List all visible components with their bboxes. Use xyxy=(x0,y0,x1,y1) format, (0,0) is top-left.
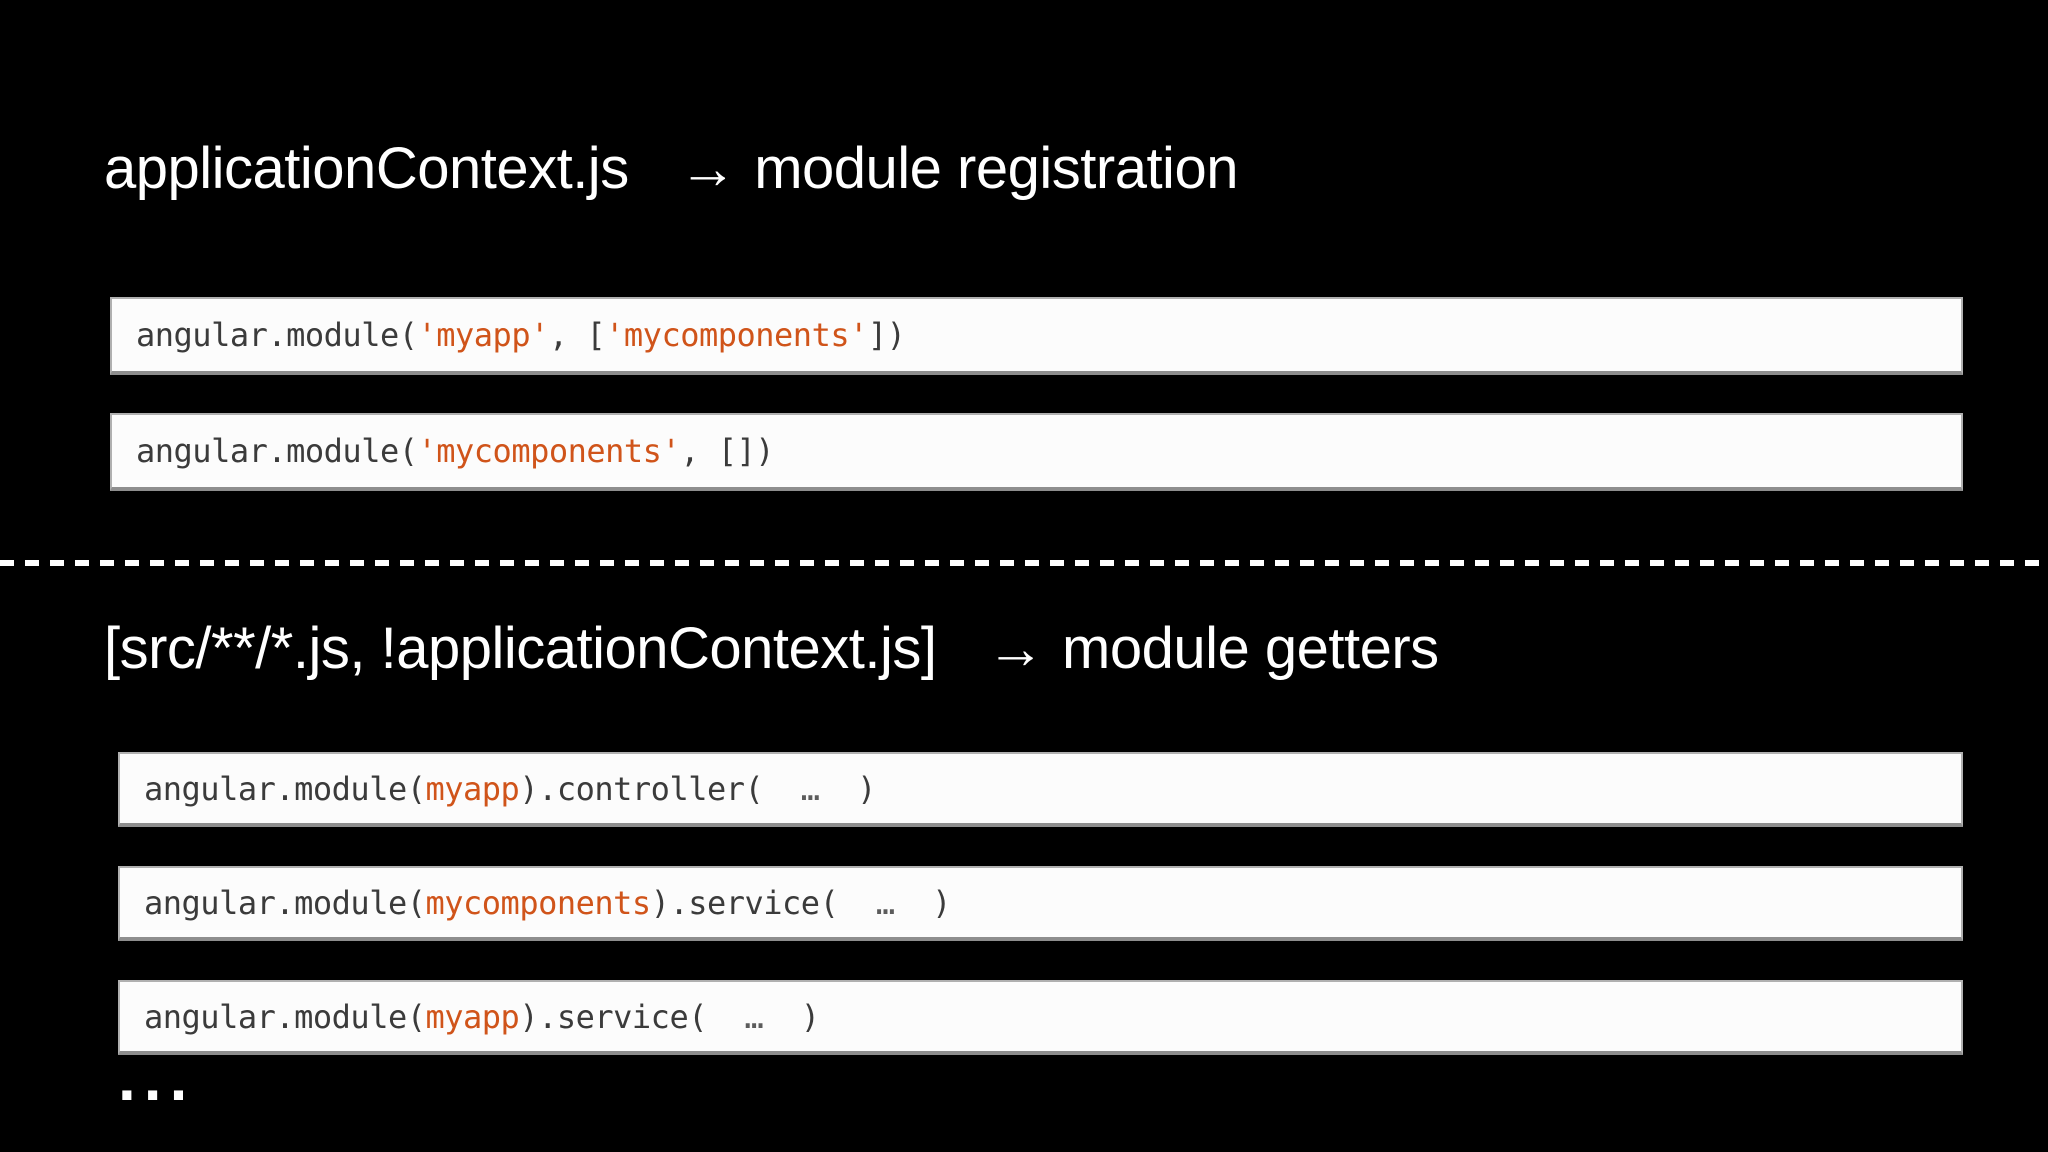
continuation-ellipsis: ... xyxy=(118,1042,196,1114)
right-arrow-icon: → xyxy=(986,616,1045,681)
code-text: angular.module( xyxy=(144,997,426,1036)
dashed-divider xyxy=(0,560,2048,566)
code-box-getter-service-mycomponents: angular.module(mycomponents).service( … … xyxy=(118,866,1963,941)
code-text: ).service( xyxy=(519,997,745,1036)
code-text: angular.module( xyxy=(136,432,418,470)
code-box-getter-controller: angular.module(myapp).controller( … ) xyxy=(118,752,1963,827)
section1-heading: applicationContext.js→module registratio… xyxy=(104,140,1238,198)
string-literal: 'mycomponents' xyxy=(417,432,681,470)
code-box-module-registration-mycomponents: angular.module('mycomponents', []) xyxy=(110,413,1963,491)
code-line: angular.module(mycomponents).service( … … xyxy=(120,884,951,922)
code-line: angular.module('mycomponents', []) xyxy=(112,432,775,470)
code-line: angular.module('myapp', ['mycomponents']… xyxy=(112,316,906,354)
string-literal: 'mycomponents' xyxy=(605,316,868,354)
section1-heading-label: module registration xyxy=(754,136,1238,201)
code-text: ).service( xyxy=(650,883,876,922)
code-box-getter-service-myapp: angular.module(myapp).service( … ) xyxy=(118,980,1963,1055)
code-line: angular.module(myapp).service( … ) xyxy=(120,998,820,1036)
section2-heading-label: module getters xyxy=(1062,616,1439,681)
section2-heading: [src/**/*.js, !applicationContext.js]→mo… xyxy=(104,620,1439,678)
code-line: angular.module(myapp).controller( … ) xyxy=(120,770,876,808)
code-text: ) xyxy=(763,997,820,1036)
right-arrow-icon: → xyxy=(678,136,737,201)
code-text: ) xyxy=(819,769,876,808)
code-box-module-registration-myapp: angular.module('myapp', ['mycomponents']… xyxy=(110,297,1963,375)
section2-heading-file: [src/**/*.js, !applicationContext.js] xyxy=(104,616,937,681)
ellipsis-placeholder: … xyxy=(875,883,895,922)
code-text: , []) xyxy=(680,432,775,470)
module-name: mycomponents xyxy=(425,883,651,922)
code-text: , [ xyxy=(548,316,606,354)
code-text: ) xyxy=(894,883,951,922)
code-text: ).controller( xyxy=(519,769,801,808)
ellipsis-placeholder: … xyxy=(744,997,764,1036)
string-literal: 'myapp' xyxy=(417,316,549,354)
ellipsis-placeholder: … xyxy=(800,769,820,808)
code-text: angular.module( xyxy=(144,769,426,808)
code-text: angular.module( xyxy=(144,883,426,922)
module-name: myapp xyxy=(425,997,520,1036)
code-text: angular.module( xyxy=(136,316,418,354)
section1-heading-file: applicationContext.js xyxy=(104,136,629,201)
code-text: ]) xyxy=(867,316,906,354)
module-name: myapp xyxy=(425,769,520,808)
